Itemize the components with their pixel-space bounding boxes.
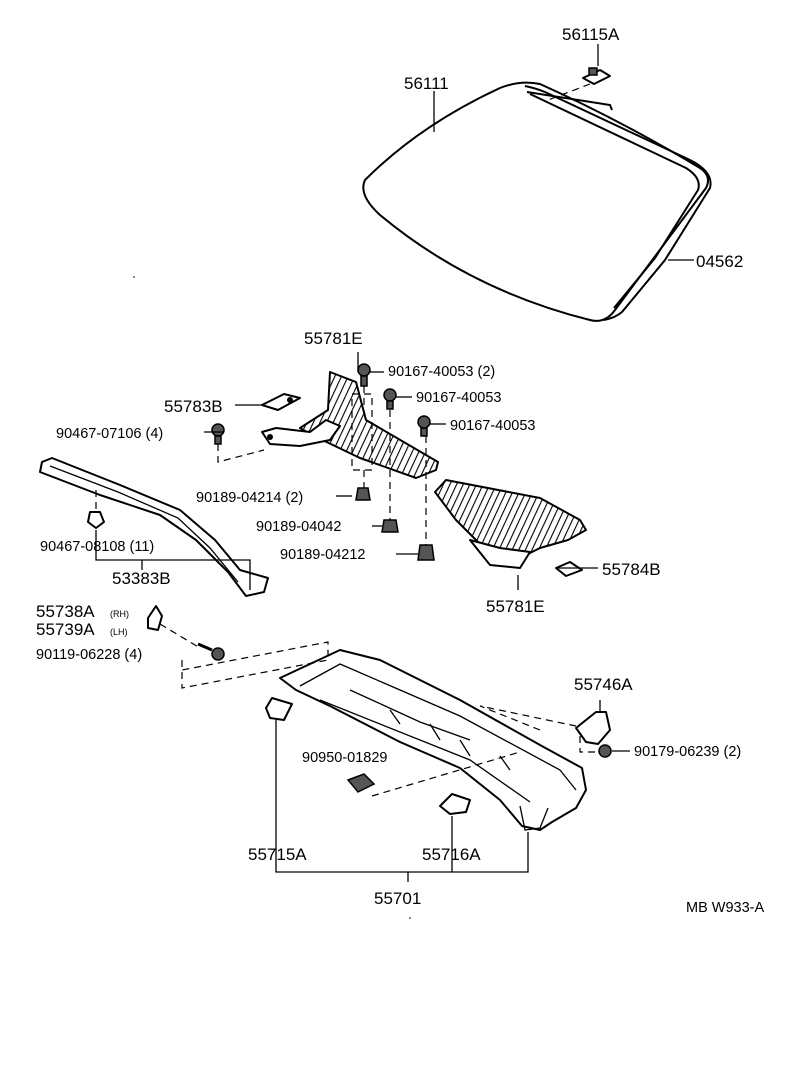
label-55781e-bottom: 55781E [486,597,545,616]
cowl-panel-55701 [279,649,587,831]
windshield-molding [524,85,712,321]
clip-90467-08108 [87,511,105,529]
clip-56115a [582,67,611,85]
hood-seal-53383b [39,457,269,597]
screw-90167-40053-2 [357,363,371,387]
bracket-55716a [439,793,471,815]
label-90950-01829: 90950-01829 [302,750,387,766]
louver-mount-arm [261,419,341,447]
label-90167-40053-b: 90167-40053 [450,418,535,434]
screw-90167-40053-a [383,388,397,410]
pad-90950-01829 [346,773,376,793]
label-55746a: 55746A [574,675,633,694]
label-90189-04042: 90189-04042 [256,519,341,535]
nut-90189-04042 [381,519,399,533]
label-55701: 55701 [374,889,421,908]
windshield-glass [362,81,709,322]
label-90467-07106: 90467-07106 (4) [56,426,163,442]
label-55716a: 55716A [422,845,481,864]
bracket-55746a [575,711,611,745]
label-55783b: 55783B [164,397,223,416]
label-90467-08108: 90467-08108 (11) [40,539,154,555]
bracket-55783b [261,393,301,411]
cowl-louver-upper [299,371,439,479]
nut-90189-04214 [355,487,371,501]
label-56115a: 56115A [562,25,620,44]
label-55739a: 55739A [36,620,95,639]
figure-code: MB W933-A [686,900,764,916]
label-55738a-side: (RH) [110,609,129,619]
bracket-55715a [265,697,293,721]
label-90167-40053-2: 90167-40053 (2) [388,364,495,380]
screw-90467-07106 [211,423,225,445]
cowl-louver-lower [434,479,587,569]
label-55781e-top: 55781E [304,329,363,348]
label-90167-40053-a: 90167-40053 [416,390,501,406]
label-90179-06239: 90179-06239 (2) [634,744,741,760]
label-55715a: 55715A [248,845,307,864]
clip-55784b [555,561,583,577]
clip-55738a-55739a [147,605,163,631]
label-55784b: 55784B [602,560,661,579]
label-53383b: 53383B [112,569,171,588]
label-04562: 04562 [696,252,743,271]
label-90119-06228: 90119-06228 (4) [36,647,142,663]
label-90189-04214: 90189-04214 (2) [196,490,303,506]
label-55738a: 55738A [36,602,95,621]
bolt-90119-06228 [197,642,225,661]
nut-90179-06239 [598,744,612,758]
label-90189-04212: 90189-04212 [280,547,365,563]
label-56111: 56111 [404,74,449,93]
label-55739a-side: (LH) [110,627,128,637]
nut-90189-04212 [417,544,435,561]
screw-90167-40053-b [417,415,431,437]
